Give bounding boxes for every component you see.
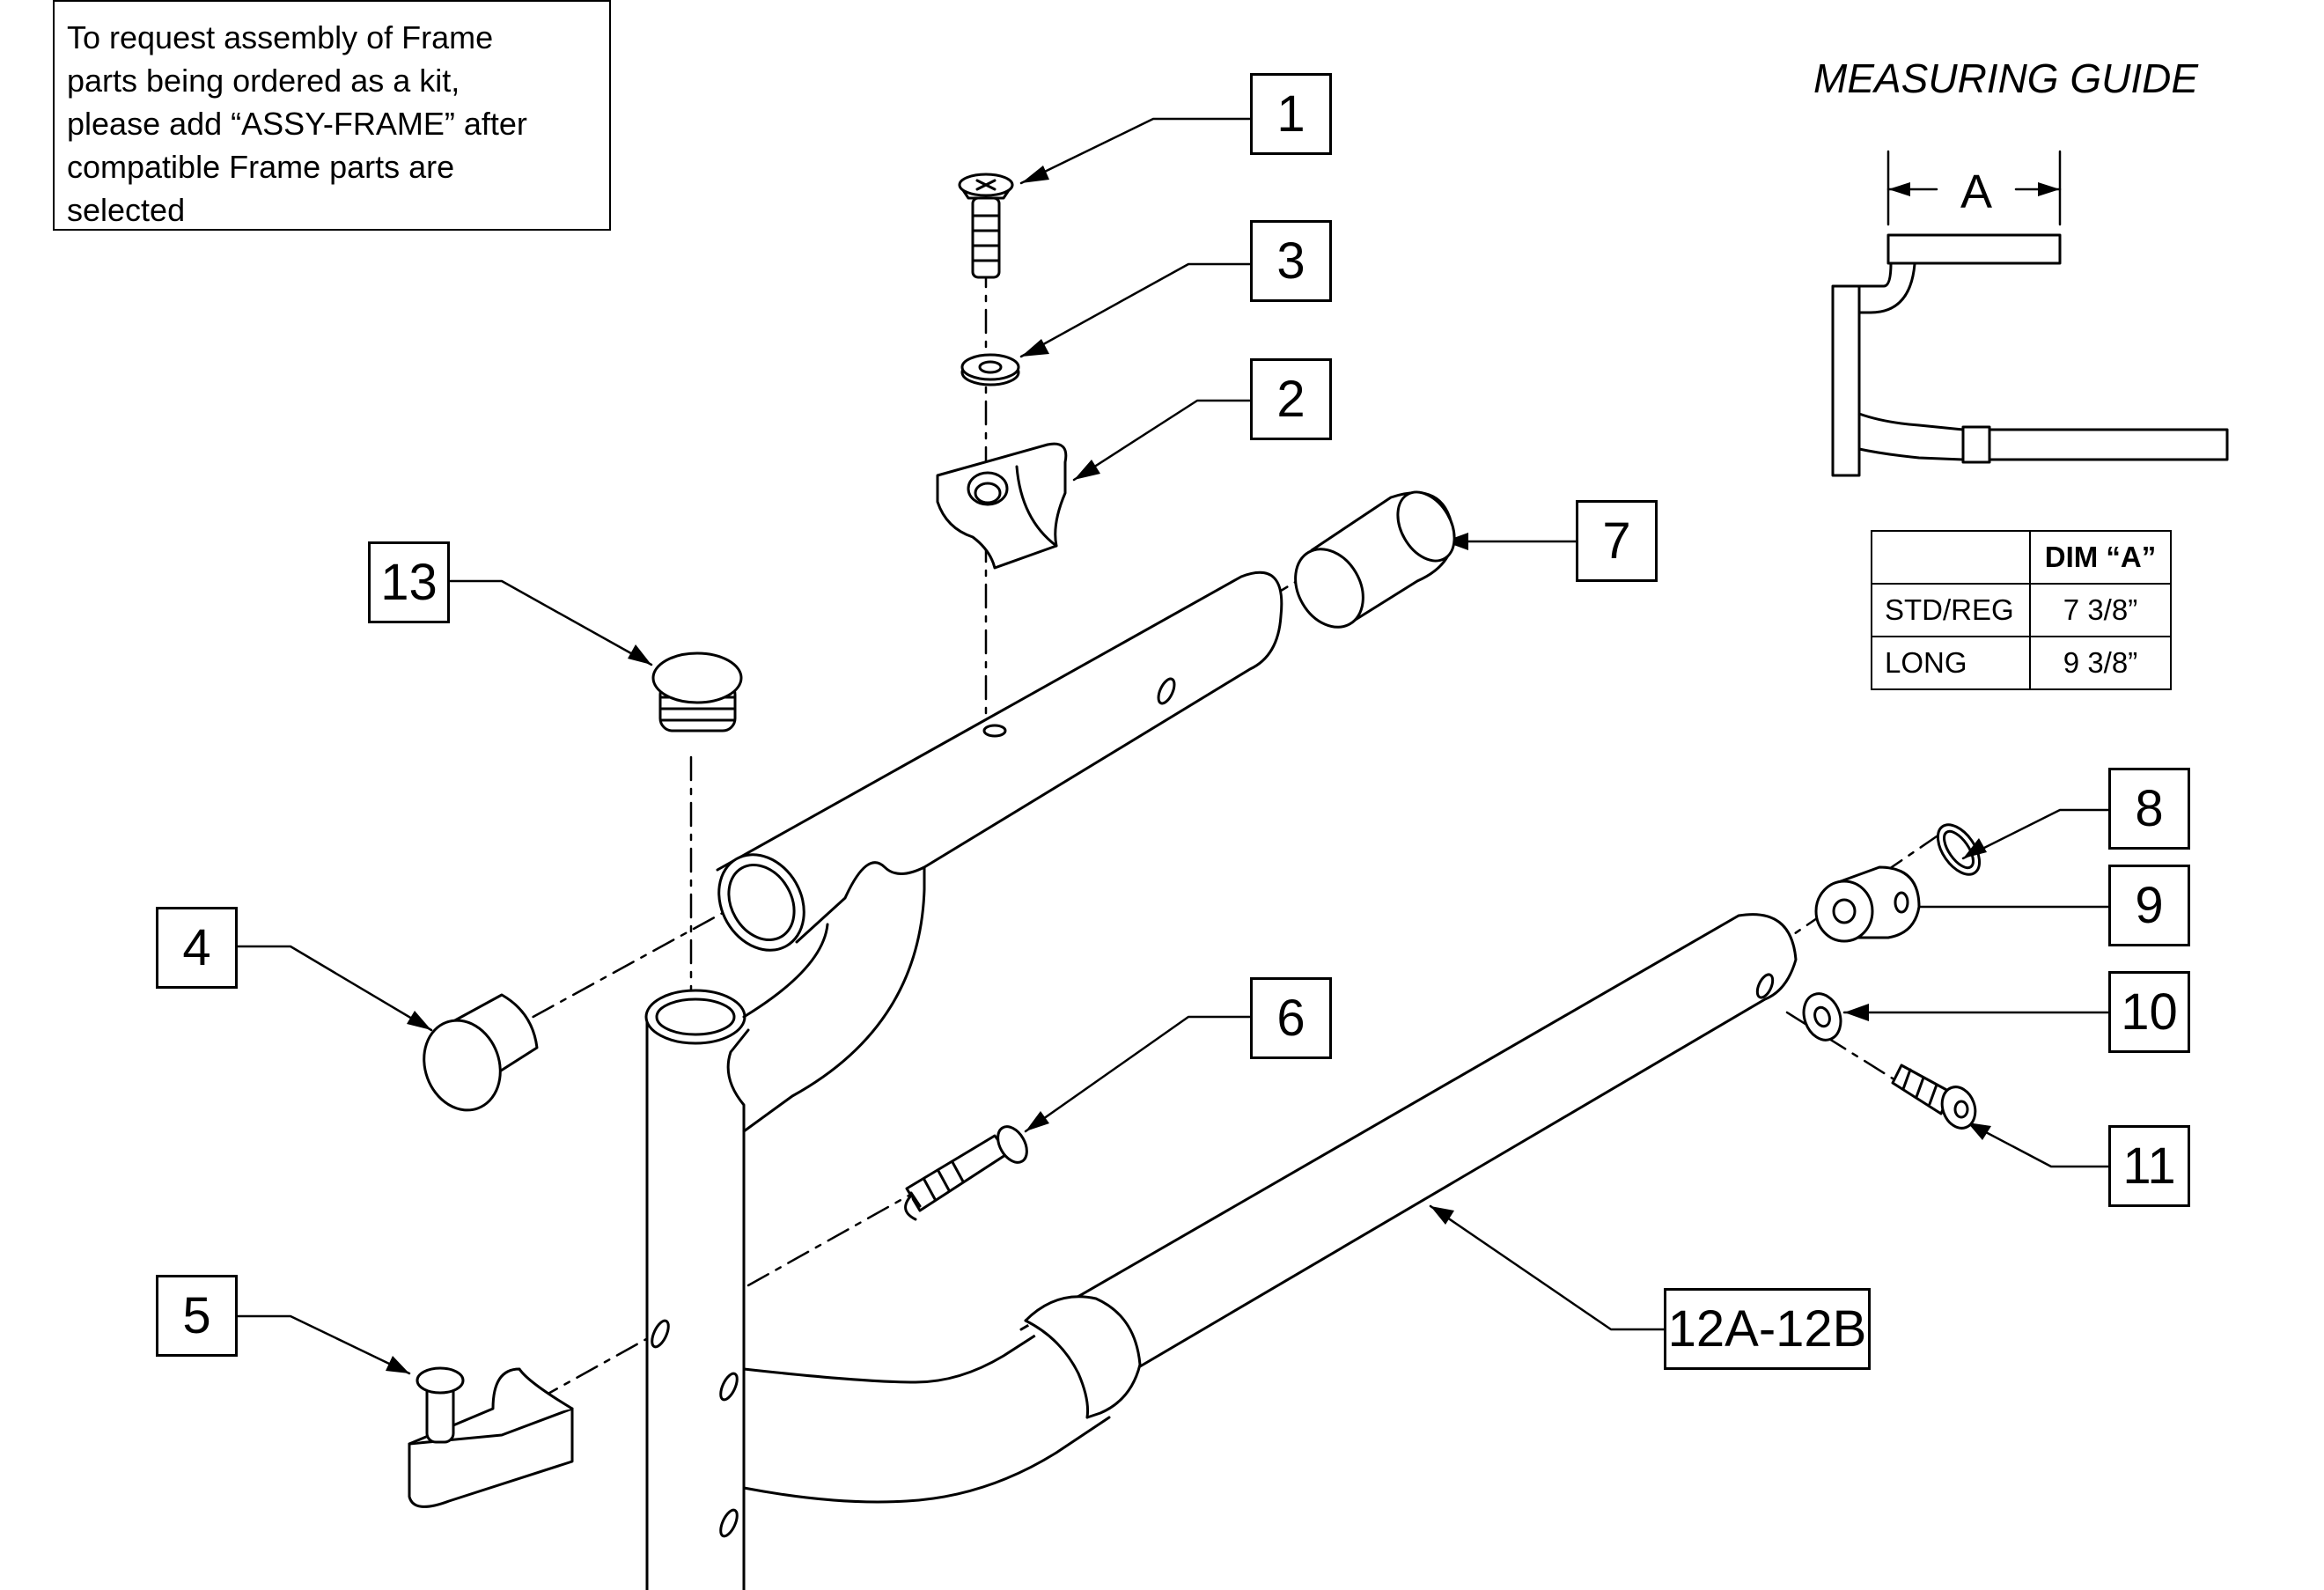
callout-11: 11 (2108, 1125, 2190, 1207)
assembly-note-line: please add “ASSY-FRAME” after (67, 106, 527, 142)
frame-upper-tube (716, 570, 1283, 952)
table-cell: 7 3/8” (2029, 583, 2172, 637)
table-row: LONG 9 3/8” (1871, 636, 2172, 690)
table-header-cell (1871, 530, 2031, 585)
dimension-a-label: A (1960, 166, 1992, 218)
part-1-screw (958, 173, 1014, 279)
callout-4: 4 (156, 907, 238, 989)
callout-10: 10 (2108, 971, 2190, 1053)
table-cell: LONG (1871, 636, 2031, 690)
assembly-note-line: compatible Frame parts are (67, 149, 455, 185)
part-4-plug (423, 993, 539, 1112)
callout-3: 3 (1250, 220, 1332, 302)
callout-2: 2 (1250, 358, 1332, 440)
callout-13: 13 (368, 541, 450, 623)
post-holes (651, 1319, 739, 1538)
leader-arrowheads (386, 166, 1991, 1373)
frame-vertical-post (644, 989, 750, 1590)
assembly-note: To request assembly of Frame parts being… (53, 0, 611, 231)
part-6-pin (904, 1125, 1028, 1221)
part-7-end-plug (1294, 490, 1456, 629)
part-13-cap (651, 651, 743, 732)
callout-leader-lines (236, 117, 2110, 1375)
part-11-screw (1891, 1064, 1977, 1130)
table-cell: STD/REG (1871, 583, 2031, 637)
part-9-collar (1814, 865, 1921, 943)
callout-7: 7 (1576, 500, 1658, 582)
callout-6: 6 (1250, 977, 1332, 1059)
callout-8: 8 (2108, 768, 2190, 850)
callout-12a-12b: 12A-12B (1664, 1288, 1871, 1370)
part-8-ring (1936, 823, 1982, 876)
part-5-hook-block (408, 1366, 574, 1508)
assembly-note-line: parts being ordered as a kit, (67, 63, 460, 99)
table-cell: 9 3/8” (2029, 636, 2172, 690)
assembly-note-line: selected (67, 192, 186, 228)
frame-brace-tube (742, 865, 926, 1133)
dimension-table-header: DIM “A” (1871, 530, 2172, 585)
measuring-guide-drawing (1831, 150, 2229, 477)
callout-1: 1 (1250, 73, 1332, 155)
table-header-cell: DIM “A” (2029, 530, 2172, 585)
dimension-table: DIM “A” STD/REG 7 3/8” LONG 9 3/8” (1871, 530, 2172, 690)
part-10-washer (1802, 992, 1842, 1042)
measuring-guide-title: MEASURING GUIDE (1813, 55, 2199, 101)
table-row: STD/REG 7 3/8” (1871, 583, 2172, 637)
callout-5: 5 (156, 1275, 238, 1357)
part-3-washer (960, 353, 1020, 386)
callout-9: 9 (2108, 865, 2190, 946)
assembly-note-line: To request assembly of Frame (67, 19, 494, 55)
part-2-clamp (936, 442, 1068, 570)
frame-lower-tube (742, 913, 1798, 1504)
